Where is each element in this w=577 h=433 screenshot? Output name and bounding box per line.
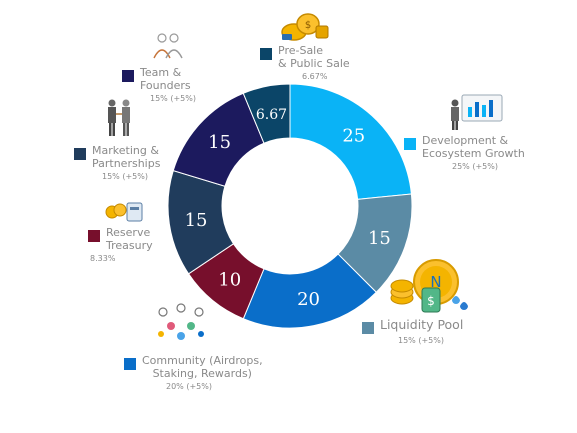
- legend-liquidity: Liquidity Pool 15% (+5%): [362, 318, 463, 346]
- legend-pct-liquidity: 15% (+5%): [398, 336, 444, 345]
- development-illustration-icon: [451, 94, 503, 130]
- liquidity-illustration-icon: N $: [390, 259, 468, 313]
- legend-marketing: Marketing & Partnerships 15% (+5%): [74, 144, 160, 182]
- treasury-illustration-icon: [105, 202, 143, 222]
- slice-label-mkt: 15: [185, 210, 208, 231]
- team-illustration-icon: [153, 33, 183, 59]
- legend-swatch-marketing: [74, 148, 86, 160]
- legend-pct-team: 15% (+5%): [150, 94, 196, 103]
- legend-pct-development: 25% (+5%): [452, 162, 498, 171]
- handshake-illustration-icon: [108, 99, 130, 136]
- svg-text:$: $: [427, 294, 435, 308]
- community-illustration-icon: [158, 303, 204, 340]
- legend-community: Community (Airdrops, Staking, Rewards) 2…: [124, 354, 263, 392]
- legend-reserve: Reserve Treasury 8.33%: [88, 226, 153, 264]
- legend-name-presale: Pre-Sale & Public Sale: [278, 44, 350, 70]
- legend-swatch-community: [124, 358, 136, 370]
- slice-label-dev: 25: [342, 126, 365, 147]
- legend-name-community: Community (Airdrops, Staking, Rewards): [142, 354, 263, 380]
- legend-swatch-team: [122, 70, 134, 82]
- slice-pre: [242, 83, 291, 144]
- legend-swatch-development: [404, 138, 416, 150]
- legend-pct-reserve: 8.33%: [90, 254, 116, 263]
- legend-swatch-liquidity: [362, 322, 374, 334]
- svg-text:$: $: [305, 20, 311, 31]
- slice-dev: [289, 83, 412, 200]
- slice-label-team: 15: [208, 132, 231, 153]
- slice-label-com: 20: [297, 289, 320, 310]
- legend-team-founders: Team & Founders 15% (+5%): [122, 66, 196, 104]
- legend-pct-presale: 6.67%: [302, 72, 328, 81]
- svg-text:N: N: [430, 273, 441, 291]
- legend-presale: Pre-Sale & Public Sale 6.67%: [260, 44, 350, 82]
- legend-pct-community: 20% (+5%): [166, 382, 212, 391]
- legend-name-marketing: Marketing & Partnerships: [92, 144, 161, 170]
- legend-swatch-presale: [260, 48, 272, 60]
- legend-swatch-reserve: [88, 230, 100, 242]
- legend-development: Development & Ecosystem Growth 25% (+5%): [404, 134, 525, 172]
- legend-pct-marketing: 15% (+5%): [102, 172, 148, 181]
- legend-name-team: Team & Founders: [140, 66, 191, 92]
- legend-name-reserve: Reserve Treasury: [106, 226, 153, 252]
- slice-label-pre: 6.67: [256, 107, 287, 123]
- legend-name-development: Development & Ecosystem Growth: [422, 134, 525, 160]
- slice-label-liq: 15: [368, 228, 391, 249]
- slice-label-res: 10: [218, 269, 241, 290]
- coins-illustration-icon: $: [281, 13, 329, 41]
- legend-name-liquidity: Liquidity Pool: [380, 317, 464, 332]
